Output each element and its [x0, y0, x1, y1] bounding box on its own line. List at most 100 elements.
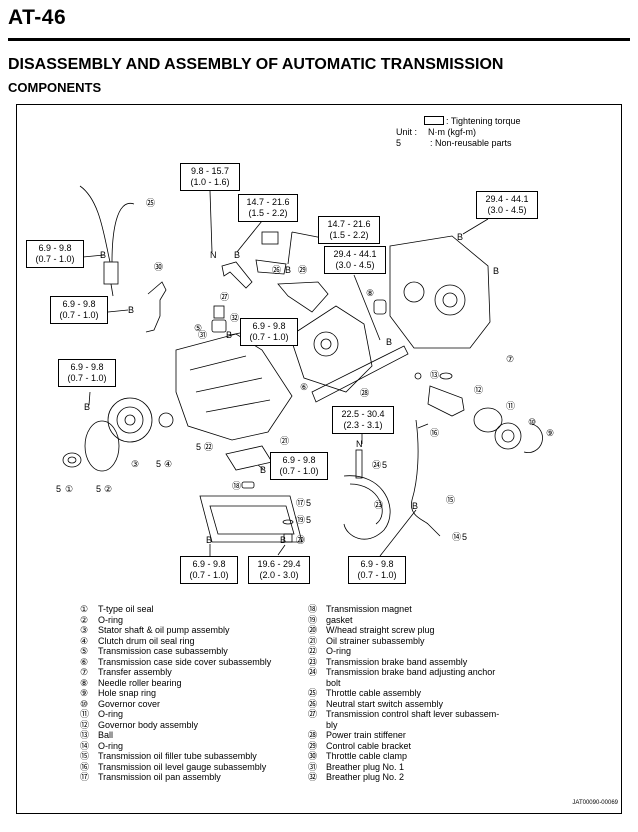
- torque-value: 29.4 - 44.1: [485, 194, 529, 204]
- bolt-marker-b: B: [457, 232, 463, 242]
- bolt-marker-b: B: [234, 250, 240, 260]
- part-item-number: ㉛: [308, 761, 318, 772]
- nonreuse-mark: 5: [96, 484, 101, 494]
- part-number-18: ⑱: [232, 481, 241, 491]
- torque-value: 6.9 - 9.8: [62, 299, 96, 309]
- torque-callout: 6.9 - 9.8 (0.7 - 1.0): [50, 296, 108, 324]
- part-number-30: ㉚: [154, 262, 163, 272]
- part-item-number: ⑰: [80, 772, 90, 782]
- part-number-21: ㉑: [280, 436, 289, 446]
- part-number-7: ⑦: [506, 354, 514, 364]
- torque-callout: 6.9 - 9.8 (0.7 - 1.0): [180, 556, 238, 584]
- part-item-name: Transmission control shaft lever subasse…: [326, 709, 500, 719]
- part-item-name: bly: [326, 719, 338, 730]
- part-item-number: ㉔: [308, 667, 318, 677]
- torque-value: 6.9 - 9.8: [282, 455, 316, 465]
- part-item-number: ⑭: [80, 740, 90, 751]
- part-item-number: ⑮: [80, 751, 90, 761]
- torque-callout: 6.9 - 9.8 (0.7 - 1.0): [348, 556, 406, 584]
- part-item-number: ㉒: [308, 646, 318, 656]
- part-item-name: Hole snap ring: [98, 688, 157, 698]
- legend-nonreuse-text: : Non-reusable parts: [430, 138, 512, 148]
- torque-callout: 6.9 - 9.8 (0.7 - 1.0): [26, 240, 84, 268]
- part-number-16: ⑯: [430, 428, 439, 438]
- part-item-name: Transmission magnet: [326, 604, 412, 614]
- header-rule: [8, 38, 630, 41]
- part-item-name: Throttle cable assembly: [326, 688, 422, 698]
- bolt-marker-b: B: [386, 337, 392, 347]
- part-item-name: Oil strainer subassembly: [326, 635, 425, 646]
- part-number-15: ⑮: [446, 495, 455, 505]
- part-item: ⑲ gasket: [308, 615, 499, 626]
- part-item-name: Neutral start switch assembly: [326, 698, 444, 709]
- nonreuse-mark: 5: [306, 498, 311, 508]
- bolt-marker-b: B: [280, 535, 286, 545]
- part-item: ㉖ Neutral start switch assembly: [308, 699, 499, 710]
- part-number-29: ㉙: [298, 265, 307, 275]
- part-item-number: ⑲: [308, 614, 318, 625]
- part-number-17: ⑰: [296, 498, 305, 508]
- bolt-marker-b: B: [260, 465, 266, 475]
- bolt-marker-b: B: [226, 330, 232, 340]
- part-item-number: ⑥: [80, 656, 89, 667]
- part-item-number: ⑨: [80, 688, 89, 698]
- part-item-name: O-ring: [98, 709, 124, 719]
- part-number-25: ㉕: [146, 198, 155, 208]
- legend-torque-text: : Tightening torque: [446, 116, 521, 126]
- torque-value: 22.5 - 30.4: [341, 409, 385, 419]
- part-item-name: Transmission case subassembly: [98, 646, 228, 656]
- torque-value-kgf: (0.7 - 1.0): [67, 373, 107, 383]
- part-item: ㉕ Throttle cable assembly: [308, 688, 499, 699]
- part-number-27: ㉗: [220, 292, 229, 302]
- torque-value: 19.6 - 29.4: [257, 559, 301, 569]
- part-item-name: Governor cover: [98, 698, 161, 709]
- nonreuse-mark: 5: [306, 515, 311, 525]
- part-number-4: ④: [164, 459, 172, 469]
- torque-value-kgf: (0.7 - 1.0): [249, 332, 289, 342]
- part-number-6: ⑥: [300, 382, 308, 392]
- torque-value-kgf: (3.0 - 4.5): [335, 260, 375, 270]
- part-item: ㉔ Transmission brake band adjusting ancho…: [308, 667, 499, 678]
- torque-callout: 6.9 - 9.8 (0.7 - 1.0): [270, 452, 328, 480]
- bolt-marker-n: N: [356, 439, 363, 449]
- part-item-name: Transmission brake band adjusting anchor: [326, 667, 496, 677]
- bolt-marker-b: B: [206, 535, 212, 545]
- bolt-marker-b: B: [84, 402, 90, 412]
- torque-value-kgf: (0.7 - 1.0): [189, 570, 229, 580]
- bolt-marker-b: B: [100, 250, 106, 260]
- part-item-name: O-ring: [98, 614, 124, 625]
- part-item-number: ㉗: [308, 709, 318, 719]
- legend-unit-key: Unit :: [396, 127, 418, 137]
- part-number-24: ㉔: [372, 460, 381, 470]
- bolt-marker-b: B: [285, 265, 291, 275]
- part-item: bolt: [308, 678, 499, 689]
- part-item-number: ㉖: [308, 698, 318, 709]
- part-item-number: ㉜: [308, 772, 318, 782]
- part-item: bly: [308, 720, 499, 731]
- torque-value-kgf: (2.0 - 3.0): [259, 570, 299, 580]
- part-item-name: gasket: [326, 614, 353, 625]
- torque-value: 9.8 - 15.7: [190, 166, 230, 176]
- torque-value-kgf: (1.5 - 2.2): [248, 208, 288, 218]
- part-item-number: ①: [80, 604, 89, 614]
- part-item-name: Clutch drum oil seal ring: [98, 635, 195, 646]
- torque-value-kgf: (1.5 - 2.2): [329, 230, 369, 240]
- document-code: JAT00090-00069: [572, 800, 618, 806]
- torque-callout: 19.6 - 29.4 (2.0 - 3.0): [248, 556, 310, 584]
- part-item-number: ㉕: [308, 688, 318, 698]
- part-number-22: ㉒: [204, 442, 213, 452]
- torque-callout: 29.4 - 44.1 (3.0 - 4.5): [476, 191, 538, 219]
- torque-value-kgf: (2.3 - 3.1): [343, 420, 383, 430]
